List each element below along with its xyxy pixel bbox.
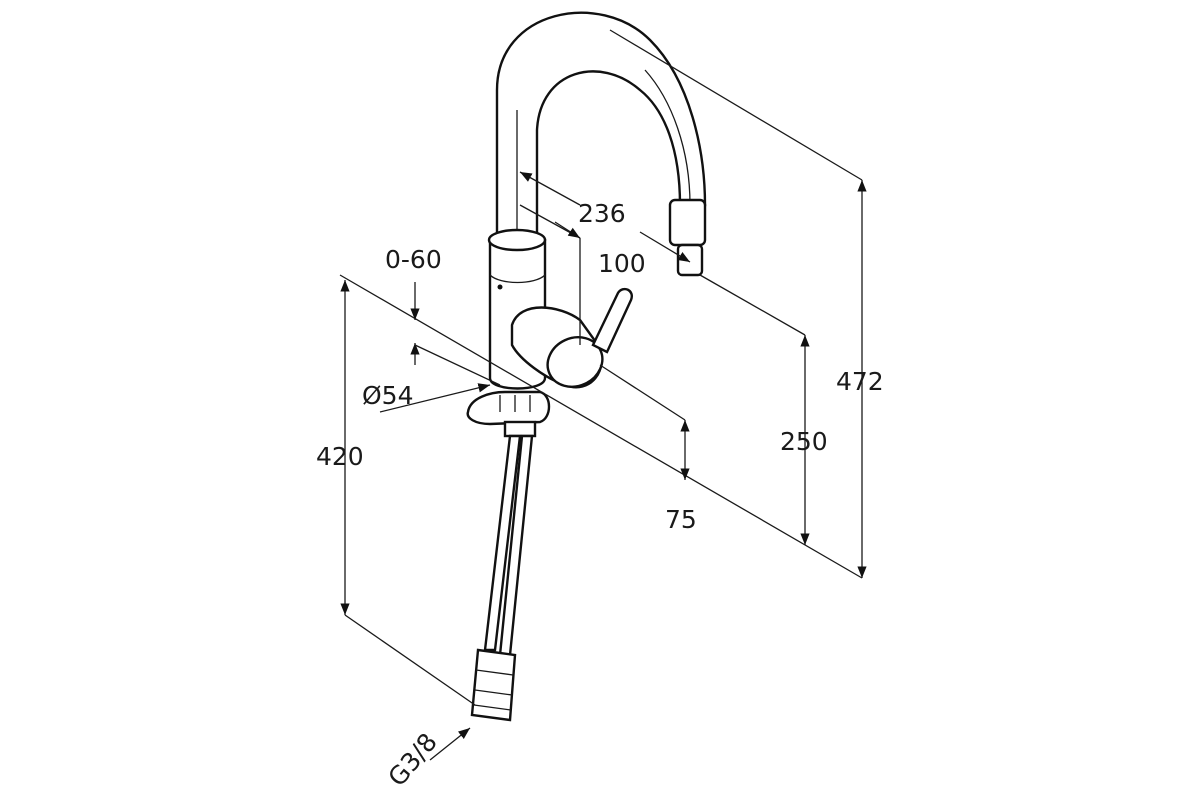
supply-hose-1 <box>483 434 522 652</box>
dimension-lines <box>339 29 867 761</box>
dim-0-60-label: 0-60 <box>385 245 442 274</box>
dim-250-label: 250 <box>780 427 828 456</box>
mounting-base <box>466 390 551 426</box>
hose-connectors <box>470 648 517 722</box>
dim-diameter-54-label: Ø54 <box>362 381 414 410</box>
dim-75-label: 75 <box>665 505 697 534</box>
dim-420-label: 420 <box>316 442 364 471</box>
dim-236-label: 236 <box>578 199 626 228</box>
dim-100-label: 100 <box>598 249 646 278</box>
faucet <box>466 11 707 722</box>
dim-472-label: 472 <box>836 367 884 396</box>
spray-head <box>668 198 707 247</box>
lever-handle <box>591 287 633 354</box>
spray-nozzle <box>676 243 704 277</box>
connection-g3-8-label: G3/8 <box>382 728 443 792</box>
